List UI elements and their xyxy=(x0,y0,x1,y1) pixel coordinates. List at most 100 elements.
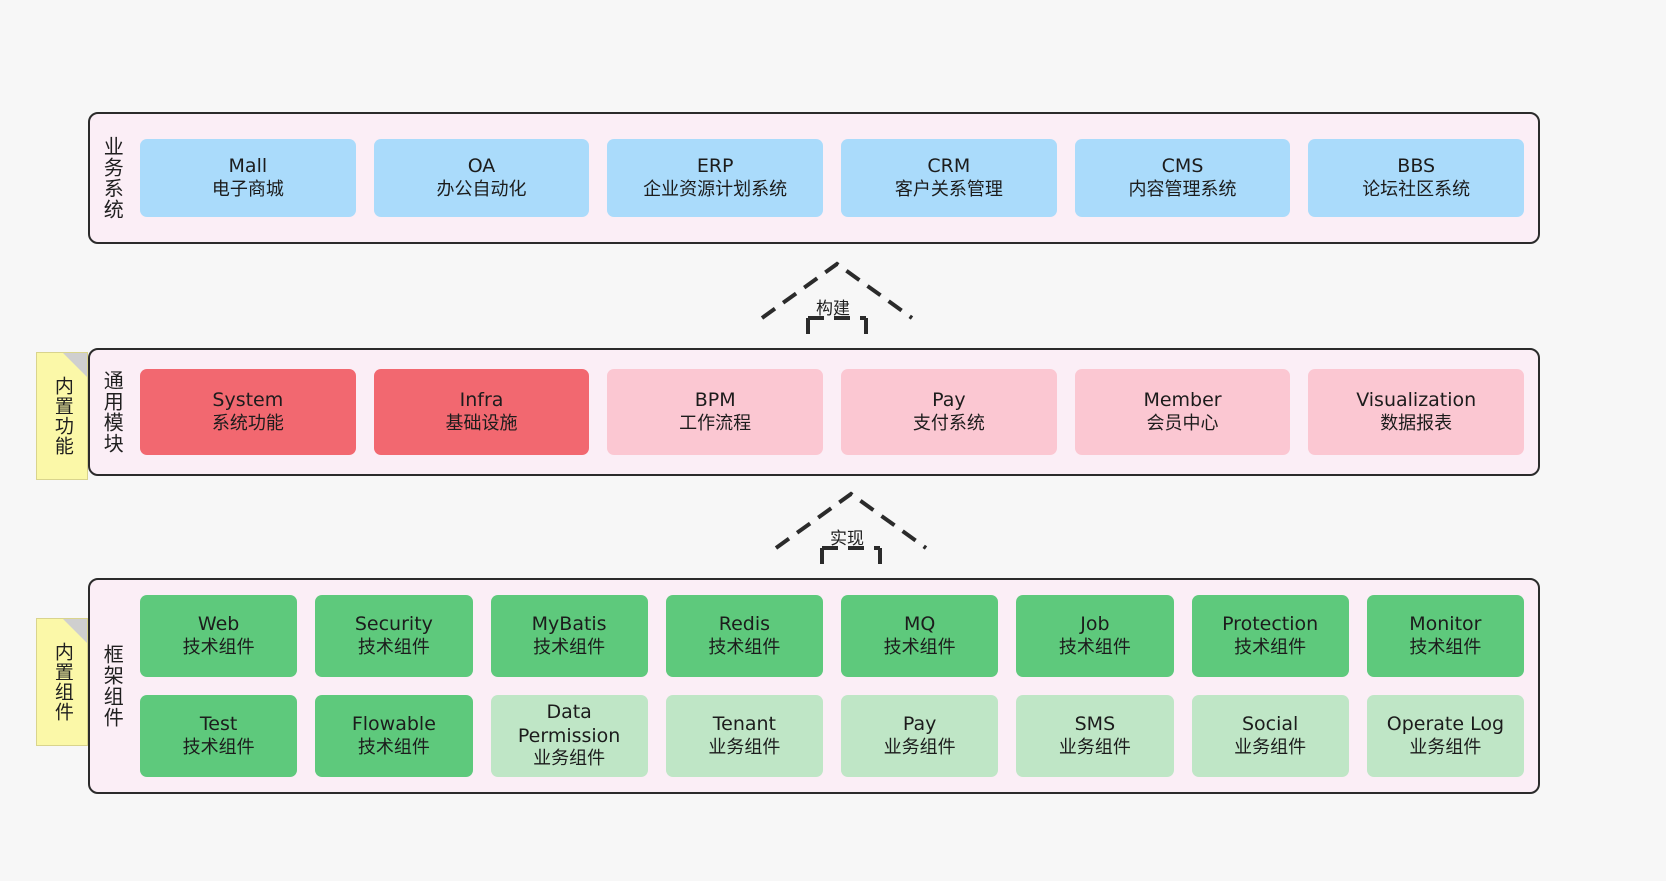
node-label-en: MyBatis xyxy=(531,613,607,636)
layer-body-modules: System 系统功能 Infra 基础设施 BPM 工作流程 Pay 支付系统… xyxy=(134,350,1538,474)
node-label-cn: 技术组件 xyxy=(357,636,430,658)
node-label-en: CMS xyxy=(1161,155,1204,178)
node-label-cn: 业务组件 xyxy=(533,748,606,770)
node-member[interactable]: Member 会员中心 xyxy=(1074,369,1291,455)
page-fold-icon xyxy=(63,619,87,643)
arrow-build-label: 构建 xyxy=(816,299,850,319)
note-label: 内置组件 xyxy=(51,642,74,722)
node-crm[interactable]: CRM 客户关系管理 xyxy=(841,139,1057,217)
node-mq[interactable]: MQ 技术组件 xyxy=(841,595,999,677)
arrow-realize: 实现 xyxy=(766,488,936,574)
node-label-cn: 系统功能 xyxy=(211,412,284,434)
arrow-realize-icon xyxy=(774,491,928,574)
node-label-en: Job xyxy=(1080,613,1110,636)
node-row: Test 技术组件 Flowable 技术组件 Data Permission … xyxy=(140,695,1524,777)
node-visualization[interactable]: Visualization 数据报表 xyxy=(1308,369,1525,455)
node-row: System 系统功能 Infra 基础设施 BPM 工作流程 Pay 支付系统… xyxy=(140,369,1525,455)
node-label-en: Security xyxy=(354,613,433,636)
node-label-en: Mall xyxy=(228,155,268,178)
node-label-cn: 论坛社区系统 xyxy=(1362,178,1471,200)
layer-title-business: 业务系统 xyxy=(100,136,125,220)
node-label-cn: 客户关系管理 xyxy=(894,178,1003,200)
node-data-permission[interactable]: Data Permission 业务组件 xyxy=(490,695,648,777)
node-label-cn: 技术组件 xyxy=(182,736,255,758)
arrow-realize-label: 实现 xyxy=(830,529,864,549)
node-tenant[interactable]: Tenant 业务组件 xyxy=(665,695,823,777)
node-mall[interactable]: Mall 电子商城 xyxy=(140,139,356,217)
node-label-en: BBS xyxy=(1397,155,1436,178)
node-label-en: Protection xyxy=(1222,613,1319,636)
node-label-en: Test xyxy=(199,713,238,736)
node-label-en: Pay xyxy=(932,389,966,412)
node-label-cn: 支付系统 xyxy=(912,412,985,434)
node-label-cn: 技术组件 xyxy=(1058,636,1131,658)
arrow-build-icon xyxy=(760,261,914,344)
node-label-cn: 工作流程 xyxy=(679,412,752,434)
node-label-en: Social xyxy=(1241,713,1299,736)
node-erp[interactable]: ERP 企业资源计划系统 xyxy=(607,139,824,217)
node-label-en: Monitor xyxy=(1409,613,1482,636)
node-label-cn: 业务组件 xyxy=(883,736,956,758)
node-mybatis[interactable]: MyBatis 技术组件 xyxy=(490,595,648,677)
layer-body-business: Mall 电子商城 OA 办公自动化 ERP 企业资源计划系统 CRM 客户关系… xyxy=(134,114,1538,242)
node-label-en: Data Permission xyxy=(517,701,621,747)
layer-common-modules: 通用模块 System 系统功能 Infra 基础设施 BPM 工作流程 Pay… xyxy=(88,348,1540,476)
layer-body-framework: Web 技术组件 Security 技术组件 MyBatis 技术组件 Redi… xyxy=(134,580,1538,792)
node-label-cn: 技术组件 xyxy=(357,736,430,758)
node-protection[interactable]: Protection 技术组件 xyxy=(1191,595,1349,677)
page-fold-icon xyxy=(63,353,87,377)
node-label-cn: 技术组件 xyxy=(182,636,255,658)
node-label-cn: 业务组件 xyxy=(1409,736,1482,758)
node-label-cn: 基础设施 xyxy=(445,412,518,434)
node-label-cn: 电子商城 xyxy=(211,178,284,200)
node-label-en: ERP xyxy=(696,155,734,178)
note-label: 内置功能 xyxy=(51,376,74,456)
node-test[interactable]: Test 技术组件 xyxy=(140,695,298,777)
node-pay-component[interactable]: Pay 业务组件 xyxy=(841,695,999,777)
node-sms[interactable]: SMS 业务组件 xyxy=(1016,695,1174,777)
layer-business-systems: 业务系统 Mall 电子商城 OA 办公自动化 ERP 企业资源计划系统 CRM… xyxy=(88,112,1540,244)
node-bpm[interactable]: BPM 工作流程 xyxy=(607,369,824,455)
layer-title-modules: 通用模块 xyxy=(100,370,125,454)
node-web[interactable]: Web 技术组件 xyxy=(140,595,298,677)
node-label-cn: 技术组件 xyxy=(883,636,956,658)
node-row: Web 技术组件 Security 技术组件 MyBatis 技术组件 Redi… xyxy=(140,595,1524,677)
node-pay-module[interactable]: Pay 支付系统 xyxy=(841,369,1057,455)
node-label-cn: 业务组件 xyxy=(708,736,781,758)
node-label-cn: 企业资源计划系统 xyxy=(643,178,788,200)
node-label-cn: 内容管理系统 xyxy=(1128,178,1237,200)
node-label-en: Pay xyxy=(902,713,937,736)
node-label-en: Tenant xyxy=(712,713,776,736)
node-system[interactable]: System 系统功能 xyxy=(140,369,356,455)
node-label-cn: 技术组件 xyxy=(533,636,606,658)
node-flowable[interactable]: Flowable 技术组件 xyxy=(315,695,473,777)
node-oa[interactable]: OA 办公自动化 xyxy=(373,139,590,217)
node-social[interactable]: Social 业务组件 xyxy=(1191,695,1349,777)
node-label-cn: 业务组件 xyxy=(1058,736,1131,758)
node-cms[interactable]: CMS 内容管理系统 xyxy=(1074,139,1291,217)
node-label-en: Infra xyxy=(459,389,504,412)
node-infra[interactable]: Infra 基础设施 xyxy=(373,369,590,455)
node-label-en: Operate Log xyxy=(1386,713,1505,736)
node-label-cn: 技术组件 xyxy=(1234,636,1307,658)
node-label-en: Web xyxy=(197,613,240,636)
node-label-en: SMS xyxy=(1074,713,1116,736)
node-label-en: MQ xyxy=(903,613,936,636)
node-job[interactable]: Job 技术组件 xyxy=(1016,595,1174,677)
node-bbs[interactable]: BBS 论坛社区系统 xyxy=(1308,139,1525,217)
node-redis[interactable]: Redis 技术组件 xyxy=(665,595,823,677)
node-label-cn: 数据报表 xyxy=(1380,412,1453,434)
arrow-build: 构建 xyxy=(752,258,922,344)
node-security[interactable]: Security 技术组件 xyxy=(315,595,473,677)
note-builtin-components: 内置组件 xyxy=(36,618,88,746)
node-label-cn: 办公自动化 xyxy=(436,178,527,200)
node-label-en: BPM xyxy=(694,389,736,412)
node-label-en: Visualization xyxy=(1356,389,1477,412)
layer-title-framework: 框架组件 xyxy=(100,644,125,728)
node-label-en: CRM xyxy=(927,155,971,178)
node-monitor[interactable]: Monitor 技术组件 xyxy=(1366,595,1524,677)
node-label-en: Redis xyxy=(718,613,771,636)
node-operate-log[interactable]: Operate Log 业务组件 xyxy=(1366,695,1524,777)
node-label-en: OA xyxy=(467,155,496,178)
